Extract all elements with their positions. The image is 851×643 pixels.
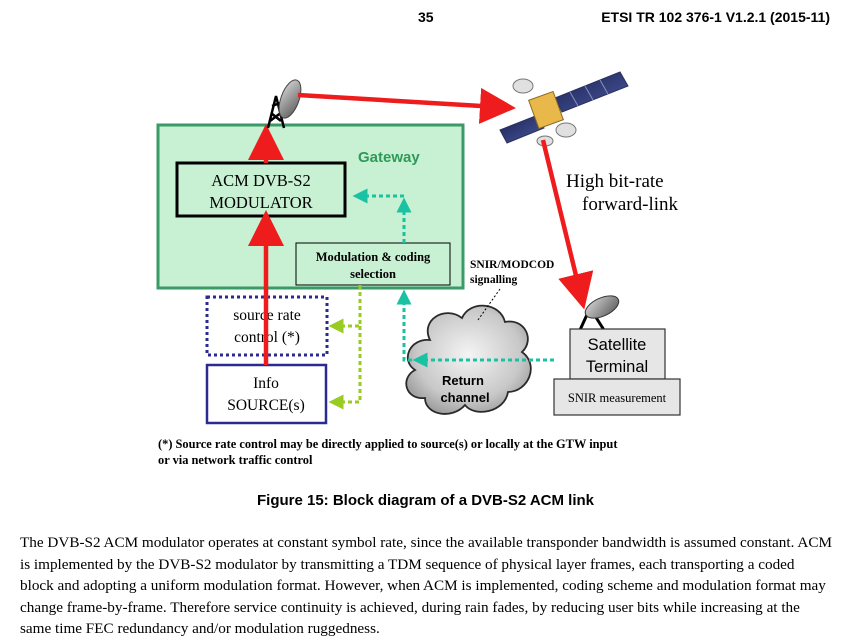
acm-modulator-line1: ACM DVB-S2 [211, 171, 310, 190]
document-id: ETSI TR 102 376-1 V1.2.1 (2015-11) [601, 9, 830, 25]
return-channel-line2: channel [440, 390, 489, 405]
info-source-box [205, 363, 328, 425]
gateway-label: Gateway [358, 149, 420, 166]
acm-modulator-box [175, 161, 347, 218]
forward-link-line1: High bit-rate [566, 171, 664, 192]
figure-caption: Figure 15: Block diagram of a DVB-S2 ACM… [256, 492, 594, 509]
acm-block-diagram: Gateway ACM DVB-S2 MODULATOR Modulation … [156, 71, 681, 425]
modcod-selection-line1: Modulation & coding [316, 250, 431, 264]
snir-measurement-text: SNIR measurement [568, 391, 667, 405]
cloud-to-modcod-signal [396, 289, 412, 362]
snir-modcod-signalling-line1: SNIR/MODCOD [470, 259, 554, 271]
satellite-icon [499, 71, 629, 147]
forward-link-line2: forward-link [582, 194, 679, 215]
modcod-to-source-rate-control [328, 285, 362, 334]
footnote-line2: or via network traffic control [158, 453, 313, 467]
return-channel-line1: Return [442, 373, 484, 388]
info-source-line2: SOURCE(s) [227, 397, 305, 414]
footnote-line1: (*) Source rate control may be directly … [158, 437, 618, 451]
acm-modulator-line2: MODULATOR [209, 193, 312, 212]
snir-modcod-signalling-line2: signalling [470, 274, 518, 286]
snir-measurement-box [553, 378, 681, 416]
terminal-dish-icon [578, 295, 620, 331]
page-number: 35 [418, 9, 434, 25]
body-paragraph: The DVB-S2 ACM modulator operates at con… [20, 534, 832, 637]
downlink-arrow [540, 139, 594, 310]
info-source-line1: Info [253, 375, 279, 392]
modcod-selection-box [295, 242, 451, 286]
diagram-footnote: (*) Source rate control may be directly … [158, 436, 718, 468]
uplink-arrow [297, 87, 516, 124]
modcod-selection-line2: selection [350, 267, 396, 281]
satellite-terminal-line2: Terminal [586, 358, 648, 376]
gateway-antenna-icon [266, 79, 302, 129]
modcod-to-info-source [328, 326, 362, 410]
satellite-terminal-line1: Satellite [588, 336, 647, 354]
